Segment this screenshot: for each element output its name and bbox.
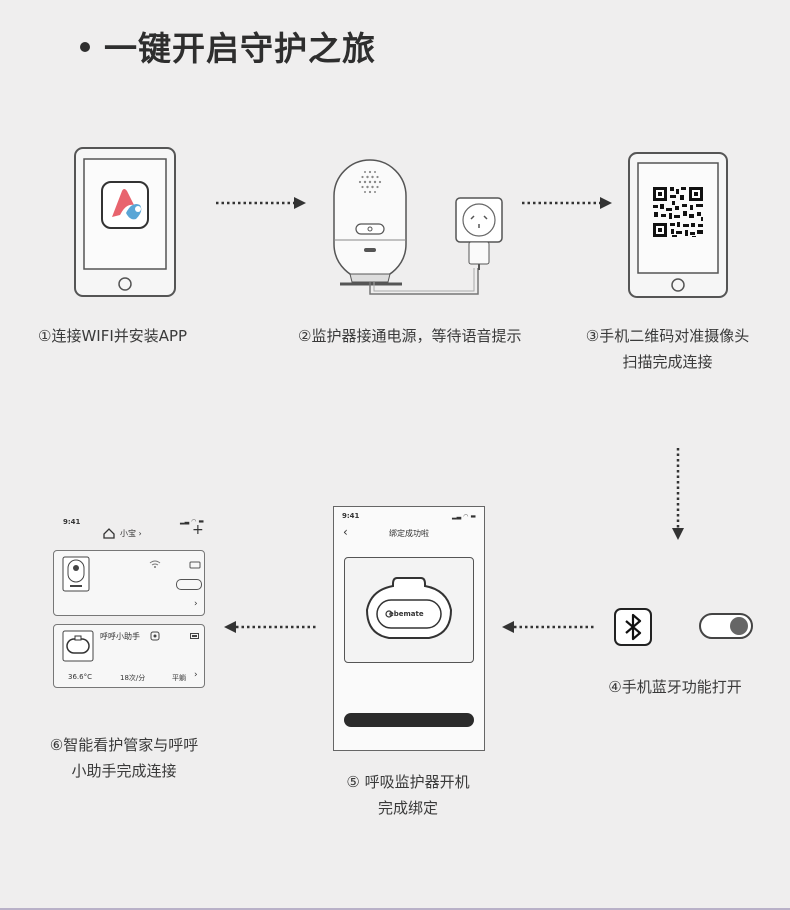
- record-icon: [189, 561, 201, 569]
- bind-header: 绑定成功啦: [389, 529, 429, 538]
- camera-icon: [62, 556, 90, 592]
- arrow-down: [672, 448, 684, 540]
- step6-caption: ⑥智能看护管家与呼呼 小助手完成连接: [24, 732, 224, 784]
- tablet-with-app: [74, 147, 176, 297]
- breath-rate-value: 18次/分: [120, 674, 146, 682]
- breath-helper-card[interactable]: 呼呼小助手 36.6°C 18次/分 平躺 ›: [53, 624, 205, 688]
- breath-card-chevron[interactable]: ›: [194, 670, 198, 680]
- temperature-value: 36.6°C: [68, 673, 92, 681]
- page-title: 一键开启守护之旅: [80, 22, 376, 70]
- step3-caption-line1: ③手机二维码对准摄像头: [585, 327, 750, 345]
- status-time: 9:41: [342, 512, 360, 520]
- camera-card-chevron[interactable]: ›: [194, 599, 198, 609]
- phone-bind-screen: 9:41 ▂▃ ◠ ▬ ‹ 绑定成功啦 ebemate: [333, 506, 485, 751]
- app-logo-icon: [101, 181, 149, 229]
- status-icons-2: ▂▃ ◠ ▬: [180, 518, 204, 525]
- step5-caption-line1: ⑤ 呼吸监护器开机: [346, 773, 470, 791]
- camera-toggle[interactable]: [176, 579, 202, 590]
- status-icons: ▂▃ ◠ ▬: [452, 513, 476, 520]
- back-button[interactable]: ‹: [343, 525, 348, 539]
- step6-caption-line2: 小助手完成连接: [71, 762, 177, 780]
- arrow-right-1: [216, 197, 306, 209]
- monitor-and-power-outlet: [333, 159, 503, 295]
- badge-icon: [150, 631, 160, 641]
- bullet-dot: [80, 41, 90, 52]
- add-button[interactable]: +: [192, 522, 204, 538]
- home-icon: [103, 528, 115, 539]
- toggle-switch-icon[interactable]: [699, 613, 755, 641]
- device-card: ebemate: [344, 557, 474, 663]
- breath-monitor-device: [365, 577, 453, 639]
- arrow-left-2: [224, 621, 316, 633]
- tablet-with-qr: [628, 152, 728, 298]
- arrow-left-1: [502, 621, 594, 633]
- step3-caption: ③手机二维码对准摄像头 扫描完成连接: [560, 323, 775, 375]
- breath-device-icon: [62, 630, 94, 662]
- step4-caption: ④手机蓝牙功能打开: [608, 678, 742, 696]
- bluetooth-icon: [614, 608, 652, 646]
- device-brand: ebemate: [389, 610, 424, 618]
- battery-icon: [190, 633, 199, 639]
- qr-code-icon: [653, 187, 703, 237]
- arrow-right-2: [522, 197, 612, 209]
- app-home-screen: 9:41 ▂▃ ◠ ▬ 小宝 › + › 呼呼小助手: [53, 508, 206, 690]
- baby-selector[interactable]: 小宝 ›: [120, 529, 142, 538]
- camera-card[interactable]: ›: [53, 550, 205, 616]
- confirm-button[interactable]: [344, 713, 474, 727]
- breath-helper-title: 呼呼小助手: [100, 632, 140, 641]
- step6-caption-line1: ⑥智能看护管家与呼呼: [49, 736, 199, 754]
- step2-caption: ②监护器接通电源，等待语音提示: [298, 327, 522, 345]
- posture-value: 平躺: [172, 674, 186, 682]
- step3-caption-line2: 扫描完成连接: [622, 353, 713, 371]
- step5-caption: ⑤ 呼吸监护器开机 完成绑定: [318, 769, 498, 821]
- step5-caption-line2: 完成绑定: [377, 799, 438, 817]
- wifi-icon: [149, 560, 161, 568]
- status-time-2: 9:41: [63, 518, 81, 526]
- step1-caption: ①连接WIFI并安装APP: [38, 327, 188, 345]
- bottom-divider: [0, 908, 790, 910]
- page-title-text: 一键开启守护之旅: [104, 29, 376, 68]
